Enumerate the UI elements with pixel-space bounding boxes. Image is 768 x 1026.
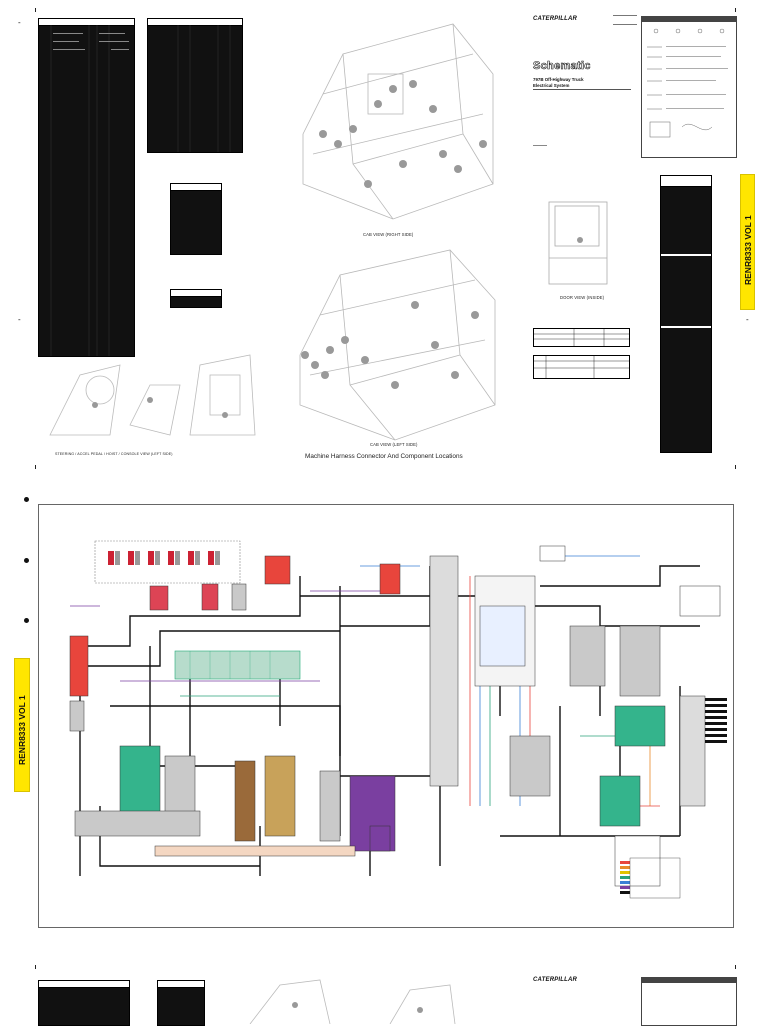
cab-view-drawing-next — [249, 979, 456, 1024]
form-number — [613, 15, 637, 25]
connector-location-table-next — [38, 980, 130, 1026]
top-sheet: - - - — [0, 0, 768, 475]
wiring-diagram — [69, 540, 727, 899]
schematic-border — [38, 504, 734, 928]
cab-left-view-label: CAB VIEW (LEFT SIDE) — [370, 442, 418, 447]
volume-tab-top: RENR8333 VOL 1 — [740, 174, 755, 310]
title-small-line — [533, 145, 547, 146]
harness-component-list — [660, 175, 712, 453]
title-rule — [533, 89, 631, 90]
corner-tick — [735, 965, 736, 969]
punch-hole — [24, 497, 29, 502]
door-view-label: DOOR VIEW (INSIDE) — [560, 295, 605, 300]
ground-table — [170, 289, 222, 308]
sensor-table — [533, 355, 630, 379]
schematic-title: Schematic — [533, 60, 591, 73]
symbols-legend-box-next — [641, 977, 737, 1026]
sheet-divider — [0, 485, 768, 486]
corner-tick — [35, 8, 36, 12]
steering-view-label: STEERING / ACCEL PEDAL / HOIST / CONSOLE… — [55, 452, 173, 456]
caterpillar-logo-next: CATERPILLAR — [533, 977, 578, 983]
punch-hole — [24, 558, 29, 563]
connector-location-table — [38, 18, 135, 357]
volume-tab-top-label: RENR8333 VOL 1 — [743, 215, 753, 285]
splice-table — [170, 183, 222, 255]
bottom-sheet: CATERPILLAR — [0, 960, 768, 1026]
cab-right-view-label: CAB VIEW (RIGHT SIDE) — [363, 232, 414, 237]
corner-tick — [735, 8, 736, 12]
caterpillar-logo: CATERPILLAR — [533, 16, 578, 22]
cab-right-view-drawing — [302, 23, 494, 220]
reg-mark: - — [18, 315, 21, 324]
volume-tab-middle: RENR8333 VOL 1 — [14, 658, 30, 792]
reg-mark: - — [18, 18, 21, 27]
schematic-subtitle-line2: Electrical System — [533, 83, 570, 88]
component-location-table — [147, 18, 243, 153]
top-connector-row — [94, 540, 241, 584]
cab-left-view-drawing — [299, 249, 496, 441]
door-view-drawing — [548, 201, 608, 285]
volume-tab-middle-label: RENR8333 VOL 1 — [17, 695, 27, 765]
symbols-legend-box — [641, 16, 737, 158]
schematic-subtitle-line1: 797B Off-Highway Truck — [533, 77, 584, 82]
corner-tick — [35, 965, 36, 969]
punch-hole — [24, 618, 29, 623]
wiring-schematic-sheet: RENR8333 VOL 1 — [0, 490, 768, 950]
corner-tick — [35, 465, 36, 469]
harness-table — [533, 328, 630, 347]
reg-mark: - — [746, 315, 749, 324]
component-location-table-next — [157, 980, 205, 1026]
corner-tick — [735, 465, 736, 469]
section-title: Machine Harness Connector And Component … — [305, 453, 463, 460]
steering-view-drawing — [49, 354, 256, 436]
